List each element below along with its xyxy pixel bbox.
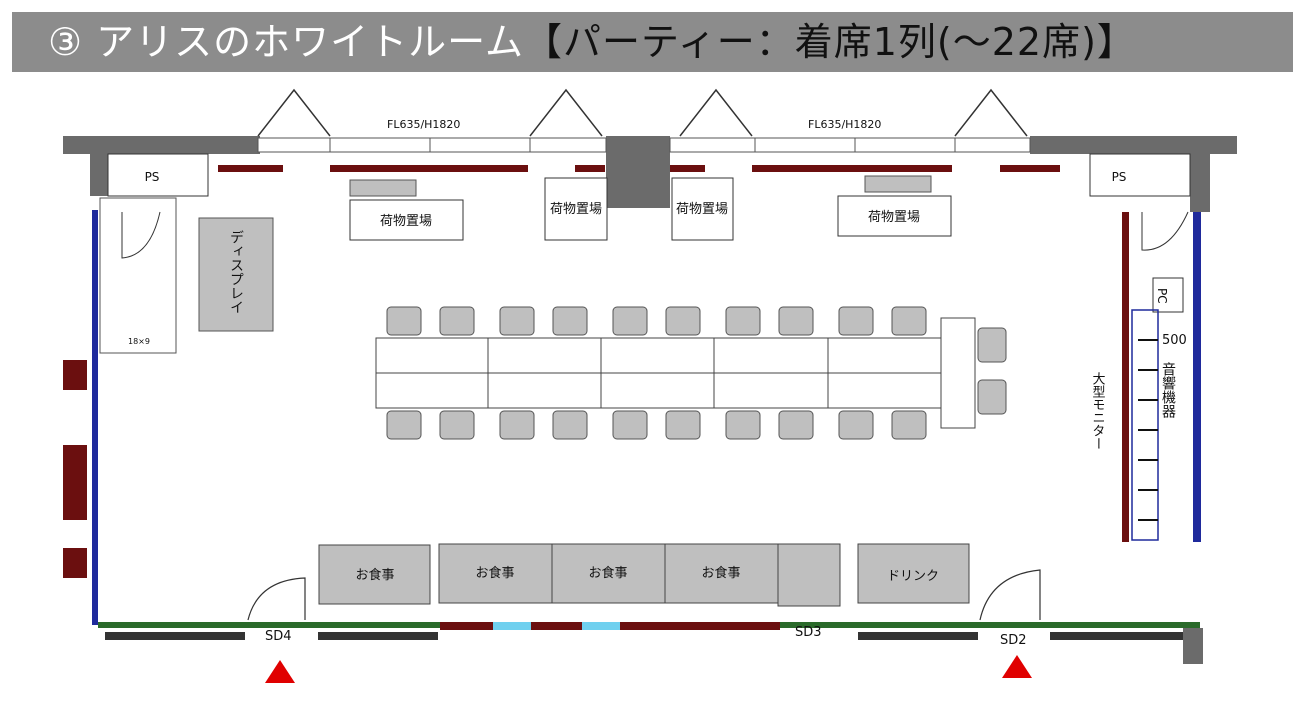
luggage-shelf-left	[349, 179, 417, 197]
pillar-right	[1190, 136, 1210, 212]
top-windows	[257, 137, 1031, 153]
center-pillar	[606, 136, 670, 208]
pc-label: PC	[1155, 288, 1169, 304]
right-blue-wall	[1193, 212, 1201, 542]
ps-box-right	[1089, 153, 1191, 197]
luggage-area-2	[544, 177, 608, 241]
luggage-label-3: 荷物置場	[676, 202, 728, 217]
head-table	[940, 317, 976, 429]
pillar-left	[90, 136, 108, 196]
chairs-top	[386, 306, 927, 336]
bottom-dark-right	[858, 632, 978, 640]
bottom-dark-left	[105, 632, 245, 640]
left-blue-wall	[92, 210, 98, 625]
sd2-door-swing	[979, 569, 1041, 621]
ps-box-left	[107, 153, 209, 197]
food-label-4: お食事	[701, 565, 740, 581]
wall-top-left	[63, 136, 260, 154]
sd3-label: SD3	[795, 625, 822, 640]
monitor-ticks	[1138, 339, 1158, 521]
left-red-block-1	[63, 360, 87, 390]
bottom-dark-far-right	[1050, 632, 1190, 640]
fl-label-left: FL635/H1820	[387, 118, 460, 131]
monitor-label: 大型モニター	[1090, 372, 1106, 450]
luggage-label-4: 荷物置場	[868, 210, 920, 225]
pc-box	[1152, 277, 1184, 313]
display-box	[198, 217, 274, 332]
wall-top-right	[1030, 136, 1237, 154]
sd4-door-swing	[247, 577, 306, 621]
equipment-label: 音響機器	[1160, 361, 1176, 418]
chairs-head	[977, 327, 1007, 415]
food-label-1: お食事	[355, 567, 394, 583]
monitor-size: 500	[1162, 333, 1187, 348]
page-title: ③ アリスのホワイトルーム【パーティー：着席1列(～22席)】	[48, 20, 1136, 64]
size-note: 18×9	[128, 337, 150, 346]
ps-label-right: PS	[1112, 170, 1127, 184]
left-room-door-swing	[121, 211, 161, 259]
food-label-2: お食事	[475, 565, 514, 581]
display-label: ディスプレイ	[228, 230, 244, 314]
bottom-glass-1	[493, 622, 531, 630]
long-table	[375, 337, 942, 409]
monitor-rail	[1131, 309, 1159, 541]
ps-label-left: PS	[145, 170, 160, 184]
luggage-area-4	[837, 195, 952, 237]
red-wall-strips-top	[218, 165, 1060, 172]
food-table-5	[777, 543, 841, 607]
sd4-label: SD4	[265, 629, 292, 644]
red-triangle-icon	[1002, 655, 1032, 678]
left-small-room	[99, 197, 177, 354]
title-banner: ③ アリスのホワイトルーム【パーティー：着席1列(～22席)】	[12, 12, 1293, 72]
food-table-4	[664, 543, 779, 604]
fl-label-right: FL635/H1820	[808, 118, 881, 131]
luggage-shelf-right	[864, 175, 932, 193]
right-red-wall	[1122, 212, 1129, 542]
luggage-label-2: 荷物置場	[550, 202, 602, 217]
food-table-1	[318, 544, 431, 605]
left-red-block-2	[63, 445, 87, 520]
chairs-bottom	[386, 410, 927, 440]
title-sub: 【パーティー：着席1列(～22席)】	[524, 20, 1136, 64]
food-label-3: お食事	[588, 565, 627, 581]
food-table-3	[551, 543, 666, 604]
bottom-right-pillar	[1183, 628, 1203, 664]
right-door-swing	[1141, 211, 1189, 251]
bottom-dark-mid	[318, 632, 438, 640]
luggage-area-1	[349, 199, 464, 241]
luggage-area-3	[671, 177, 734, 241]
bottom-glass-2	[582, 622, 620, 630]
top-door-swings	[257, 88, 1028, 137]
left-red-block-3	[63, 548, 87, 578]
title-main: ③ アリスのホワイトルーム	[48, 20, 525, 64]
luggage-label-1: 荷物置場	[380, 214, 432, 229]
sd2-label: SD2	[1000, 633, 1027, 648]
red-triangle-icon	[265, 660, 295, 683]
drink-label: ドリンク	[887, 569, 939, 584]
drink-table	[857, 543, 970, 604]
food-table-2	[438, 543, 553, 604]
